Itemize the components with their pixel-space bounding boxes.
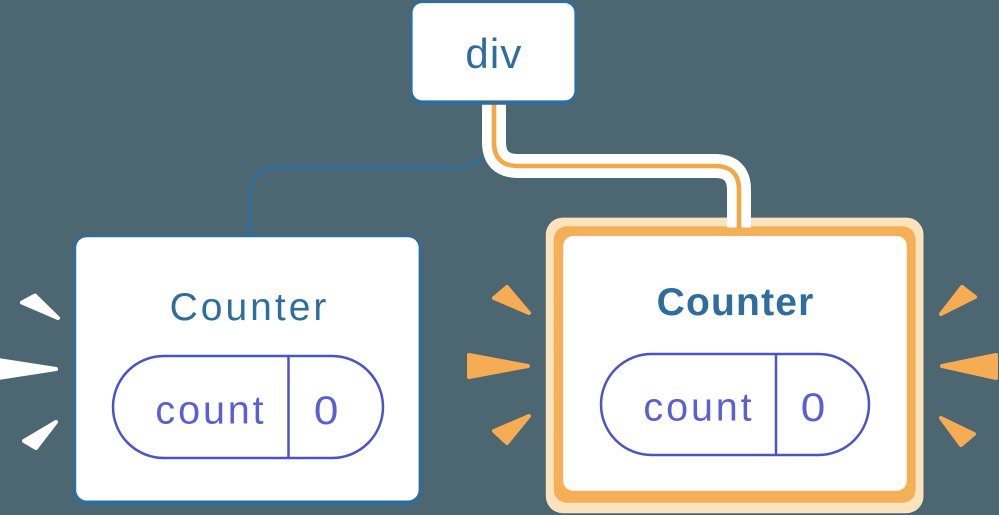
svg-text:div: div	[465, 30, 522, 77]
svg-text:count: count	[643, 386, 754, 430]
svg-text:count: count	[155, 389, 266, 433]
svg-text:0: 0	[314, 389, 339, 433]
svg-text:0: 0	[801, 386, 826, 430]
svg-text:Counter: Counter	[657, 281, 815, 324]
svg-text:Counter: Counter	[170, 286, 330, 329]
